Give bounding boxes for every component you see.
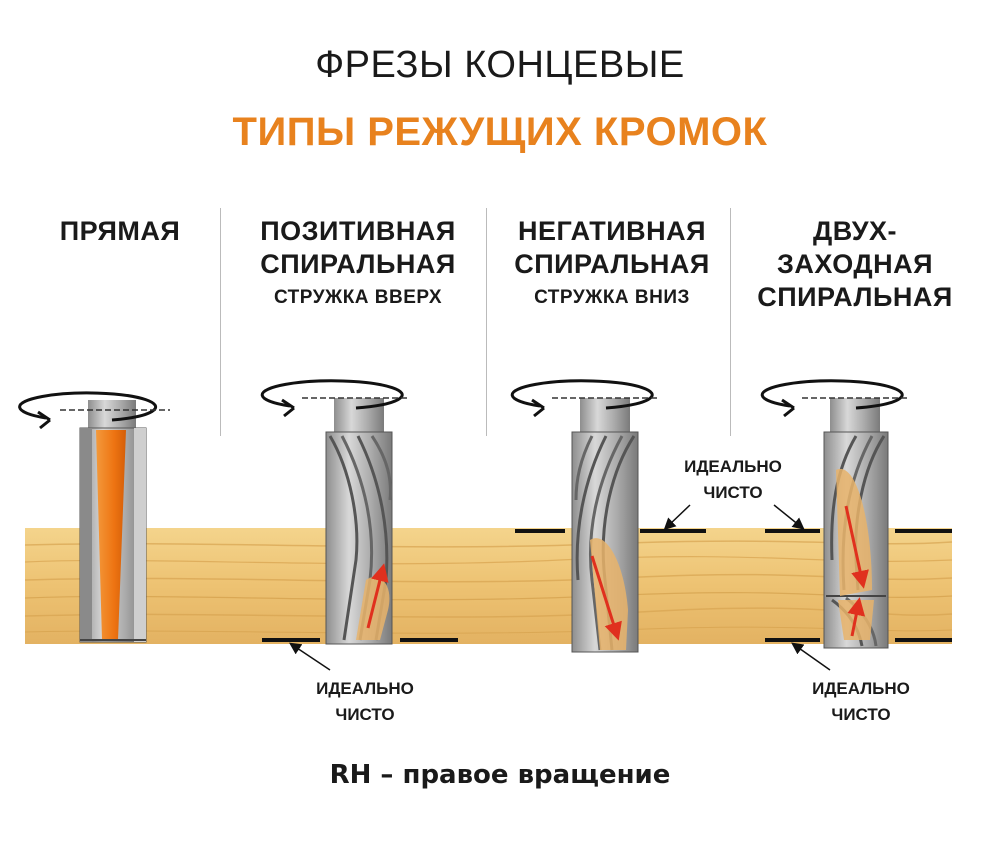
subtitle: ТИПЫ РЕЖУЩИХ КРОМОК [232, 110, 768, 154]
annotation-clean-top: ИДЕАЛЬНО ЧИСТО [668, 454, 798, 506]
column-title-straight: ПРЯМАЯ [35, 215, 205, 248]
annotation-line: ЧИСТО [831, 705, 891, 724]
annotation-line: ИДЕАЛЬНО [684, 457, 782, 476]
annotation-line: ЧИСТО [703, 483, 763, 502]
rotation-arrow-icon [18, 379, 910, 430]
column-title-line: СПИРАЛЬНАЯ [260, 249, 456, 279]
column-title-negative: НЕГАТИВНАЯ СПИРАЛЬНАЯ СТРУЖКА ВНИЗ [492, 215, 732, 314]
compression-bit [823, 398, 889, 649]
annotation-clean-bottom-right: ИДЕАЛЬНО ЧИСТО [796, 676, 926, 728]
column-title-line: ПОЗИТИВНАЯ [260, 216, 456, 246]
rotation-caption: RH – правое вращение [329, 760, 671, 790]
annotation-clean-bottom-left: ИДЕАЛЬНО ЧИСТО [300, 676, 430, 728]
main-title: ФРЕЗЫ КОНЦЕВЫЕ [315, 44, 685, 86]
column-title-line: ЗАХОДНАЯ [776, 249, 933, 279]
annotation-pointers [289, 504, 831, 671]
upcut-bit [325, 398, 393, 645]
column-title-line: ДВУХ- [812, 216, 897, 246]
column-title-positive: ПОЗИТИВНАЯ СПИРАЛЬНАЯ СТРУЖКА ВВЕРХ [238, 215, 478, 314]
column-title-double: ДВУХ- ЗАХОДНАЯ СПИРАЛЬНАЯ [740, 215, 970, 314]
annotation-line: ЧИСТО [335, 705, 395, 724]
column-subtitle: СТРУЖКА ВНИЗ [534, 287, 690, 308]
wood-board [24, 528, 953, 644]
column-title-line: ПРЯМАЯ [59, 216, 181, 246]
column-title-line: СПИРАЛЬНАЯ [514, 249, 710, 279]
straight-bit [79, 400, 147, 643]
column-title-line: НЕГАТИВНАЯ [517, 216, 707, 246]
downcut-bit [571, 398, 639, 653]
column-divider [220, 208, 221, 436]
annotation-line: ИДЕАЛЬНО [812, 679, 910, 698]
column-divider [730, 208, 731, 436]
annotation-line: ИДЕАЛЬНО [316, 679, 414, 698]
column-title-line: СПИРАЛЬНАЯ [757, 282, 953, 312]
column-divider [486, 208, 487, 436]
clean-edge-lines [262, 529, 952, 642]
column-subtitle: СТРУЖКА ВВЕРХ [273, 287, 443, 308]
